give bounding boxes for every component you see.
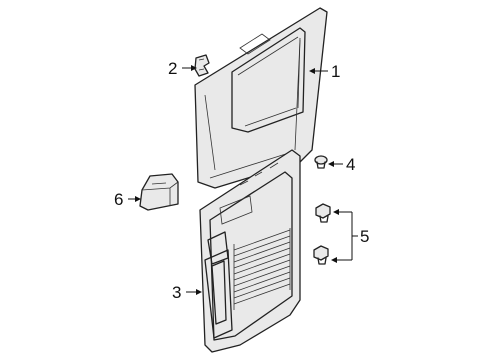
part-5-bolt-upper: [315, 203, 331, 223]
leader-1: [309, 68, 328, 74]
callout-5: 5: [360, 227, 369, 246]
part-3-lower-trim-panel: [199, 149, 301, 353]
callout-3: 3: [172, 283, 181, 302]
part-2-clip: [194, 54, 210, 77]
part-5-bolt-lower: [313, 245, 329, 265]
part-4-screw: [314, 155, 328, 169]
leader-3: [186, 289, 202, 295]
leader-2: [182, 65, 197, 71]
part-6-cap: [139, 173, 179, 211]
callout-1: 1: [331, 62, 340, 81]
leader-6: [128, 196, 141, 202]
callout-4: 4: [346, 155, 355, 174]
callout-6: 6: [114, 190, 123, 209]
leader-5: [331, 209, 358, 263]
part-1-upper-panel: [194, 7, 328, 189]
leader-4: [328, 161, 343, 167]
callout-2: 2: [168, 59, 177, 78]
